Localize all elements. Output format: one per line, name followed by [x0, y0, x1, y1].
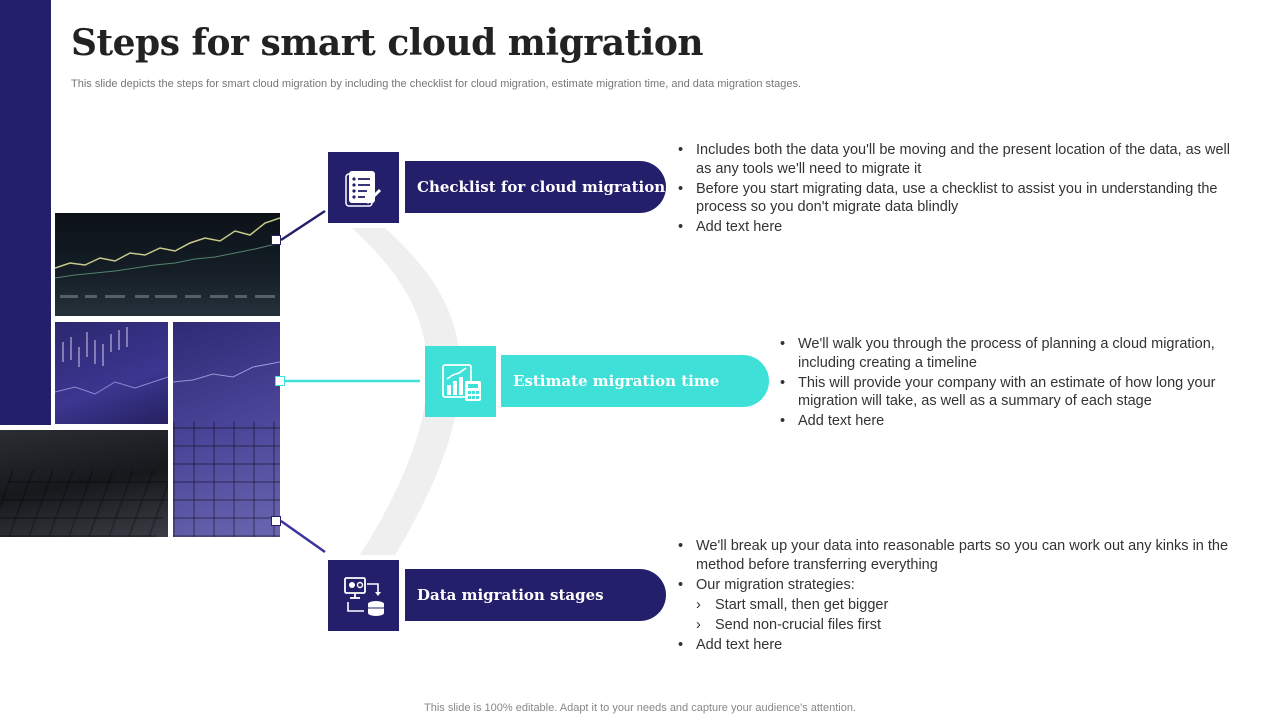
data-transfer-icon-box	[328, 560, 399, 631]
bullet: Add text here	[676, 218, 1236, 237]
page-subtitle: This slide depicts the steps for smart c…	[71, 78, 802, 90]
laptop-keyboard-photo	[173, 322, 280, 537]
bullet: Before you start migrating data, use a c…	[676, 180, 1236, 217]
calculator-chart-icon	[441, 363, 481, 401]
step-bullets-stages: We'll break up your data into reasonable…	[676, 537, 1236, 656]
bullet: Add text here	[676, 636, 1236, 655]
sub-bullet: Start small, then get bigger	[676, 596, 1236, 615]
bullet: This will provide your company with an e…	[778, 374, 1238, 411]
connector-line-top	[280, 209, 326, 242]
connector-node-bottom	[271, 516, 281, 526]
step-bullets-checklist: Includes both the data you'll be moving …	[676, 141, 1236, 238]
stock-chart-photo	[55, 213, 280, 316]
checklist-icon-box	[328, 152, 399, 223]
bullet: Add text here	[778, 412, 1238, 431]
page-title: Steps for smart cloud migration	[71, 22, 704, 64]
bullet: We'll walk you through the process of pl…	[778, 335, 1238, 372]
connector-node-middle	[275, 376, 285, 386]
grey-arc	[352, 228, 461, 555]
footer-note: This slide is 100% editable. Adapt it to…	[424, 702, 856, 714]
connector-line-bottom	[280, 519, 326, 554]
step-bullets-estimate: We'll walk you through the process of pl…	[778, 335, 1238, 432]
candlestick-screen-photo	[55, 322, 168, 424]
step-pill-estimate: Estimate migration time	[501, 355, 769, 407]
data-transfer-icon	[343, 576, 384, 616]
bullet: Our migration strategies:	[676, 576, 1236, 595]
checklist-icon	[344, 170, 381, 207]
calculator-icon-box	[425, 346, 496, 417]
step-label-estimate: Estimate migration time	[513, 372, 720, 390]
bullet: Includes both the data you'll be moving …	[676, 141, 1236, 178]
bullet: We'll break up your data into reasonable…	[676, 537, 1236, 574]
step-pill-checklist: Checklist for cloud migration	[405, 161, 666, 213]
laptop-photo	[0, 430, 168, 537]
sidebar-accent-bar	[0, 0, 51, 425]
sub-bullet: Send non-crucial files first	[676, 616, 1236, 635]
connector-node-top	[271, 235, 281, 245]
step-pill-stages: Data migration stages	[405, 569, 666, 621]
step-label-stages: Data migration stages	[417, 586, 604, 604]
step-label-checklist: Checklist for cloud migration	[417, 178, 666, 196]
